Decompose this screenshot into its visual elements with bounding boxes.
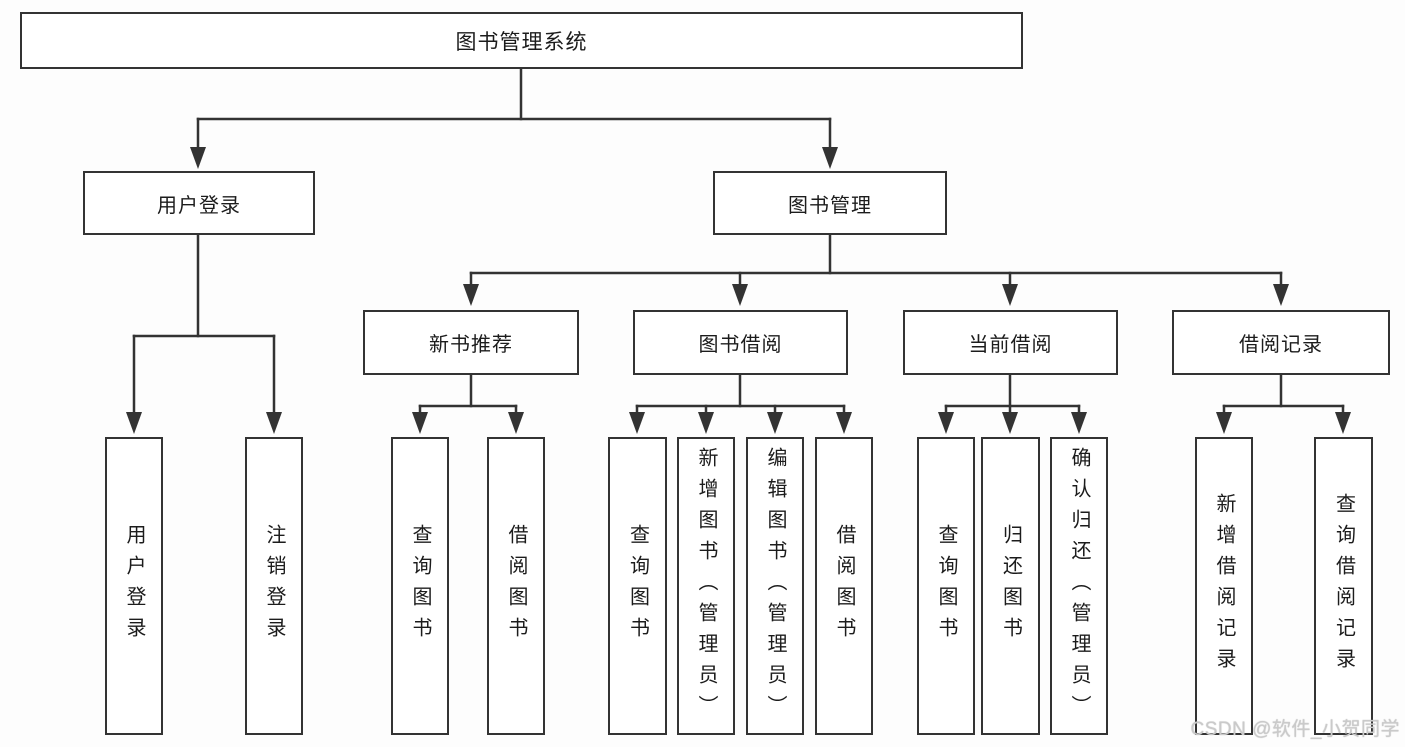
- leaf-query-books-recommend: 查询图书: [391, 437, 449, 735]
- leaf-borrow-books-recommend: 借阅图书: [487, 437, 545, 735]
- node-current-borrowing: 当前借阅: [903, 310, 1118, 375]
- node-book-management: 图书管理: [713, 171, 947, 235]
- leaf-return-book: 归还图书: [981, 437, 1040, 735]
- leaf-logout: 注销登录: [245, 437, 303, 735]
- node-borrowing-records: 借阅记录: [1172, 310, 1390, 375]
- node-new-book-recommendation: 新书推荐: [363, 310, 579, 375]
- leaf-query-borrowing-record: 查询借阅记录: [1314, 437, 1373, 735]
- node-book-management-system: 图书管理系统: [20, 12, 1023, 69]
- node-user-login: 用户登录: [83, 171, 315, 235]
- leaf-user-login: 用户登录: [105, 437, 163, 735]
- leaf-edit-book-admin: 编辑图书（管理员）: [746, 437, 804, 735]
- csdn-watermark: CSDN @软件_小贺同学: [1190, 719, 1400, 740]
- leaf-query-books-current: 查询图书: [917, 437, 975, 735]
- leaf-confirm-return-admin: 确认归还（管理员）: [1050, 437, 1108, 735]
- leaf-query-books-borrowing: 查询图书: [608, 437, 667, 735]
- leaf-borrow-books-borrowing: 借阅图书: [815, 437, 873, 735]
- leaf-add-book-admin: 新增图书（管理员）: [677, 437, 735, 735]
- node-book-borrowing: 图书借阅: [633, 310, 848, 375]
- leaf-add-borrowing-record: 新增借阅记录: [1195, 437, 1253, 735]
